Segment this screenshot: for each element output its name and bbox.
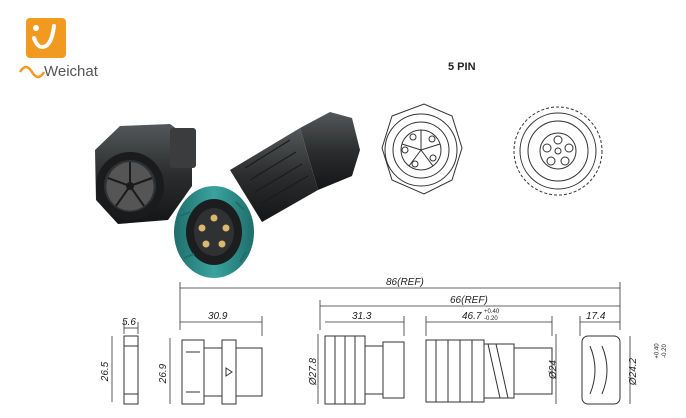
dimension-lines xyxy=(111,282,631,404)
dim-socket-length: 30.9 xyxy=(208,311,228,322)
side-view-plug xyxy=(324,335,621,405)
brand-name: Weichat xyxy=(44,63,98,80)
dim-rear-length: 17.4 xyxy=(586,311,606,322)
dim-nut-diameter: Ø27.8 xyxy=(308,357,320,386)
side-view-receptacle xyxy=(181,339,263,405)
dim-rear-tol-upper: +0.40 xyxy=(654,343,661,359)
pin-count-label: 5 PIN xyxy=(448,61,476,73)
dim-face-height: 26.5 xyxy=(100,361,112,382)
dim-body-tol-lower: -0.20 xyxy=(484,316,498,322)
side-view-face xyxy=(123,335,139,405)
front-view-plug xyxy=(381,103,463,195)
dim-face-width: 5.6 xyxy=(122,317,136,328)
dim-mid: 66(REF) xyxy=(450,295,488,306)
dim-rear-tol-lower: -0.20 xyxy=(661,344,668,358)
front-view-receptacle xyxy=(513,106,603,196)
dim-overall: 86(REF) xyxy=(386,277,424,288)
weichat-logo-icon xyxy=(18,18,66,79)
dim-body-tol-upper: +0.40 xyxy=(484,309,500,315)
dim-nut-length: 31.3 xyxy=(352,311,372,322)
dim-rear-diameter: Ø24.2 xyxy=(628,357,640,386)
panel-receptacle-render xyxy=(95,124,196,224)
dim-socket-height: 26.9 xyxy=(158,363,170,384)
cable-plug-render xyxy=(174,112,360,278)
dim-body-diameter: Ø24 xyxy=(547,360,559,379)
weichat-logo: Weichat xyxy=(14,16,126,86)
dim-body-length: 46.7 xyxy=(462,311,482,322)
